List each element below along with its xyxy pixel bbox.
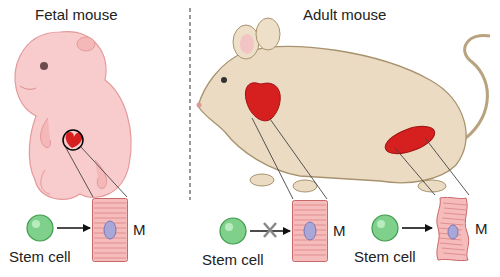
cross-mark (264, 223, 276, 237)
cell-label: Stem cell (9, 248, 71, 266)
cell-shape (434, 196, 470, 262)
stem-cell: Stem cell (219, 217, 247, 245)
cell-shape (26, 214, 54, 242)
cell-shape (371, 214, 399, 242)
cell-shape (92, 198, 128, 262)
cell-letter: M (133, 221, 146, 239)
muscle-cell: M (92, 198, 128, 262)
panel-title: Fetal mouse (35, 6, 118, 24)
divider-line (189, 8, 190, 200)
stem-cell: Stem cell (371, 214, 399, 242)
panel-title: Adult mouse (303, 6, 386, 24)
cell-letter: M (333, 222, 346, 240)
cell-letter: M (475, 220, 488, 238)
arrow-connector (402, 227, 432, 229)
cell-shape (292, 200, 328, 262)
cell-label: Stem cell (354, 248, 416, 266)
stem-cell: Stem cell (26, 214, 54, 242)
fetal-mouse (15, 32, 131, 200)
arrow-connector (57, 227, 90, 229)
cell-label: Stem cell (202, 251, 264, 269)
cell-shape (219, 217, 247, 245)
muscle-cell: M (434, 196, 470, 262)
muscle-cell: M (292, 200, 328, 262)
cross-mark (264, 223, 276, 237)
adult-mouse (197, 18, 491, 199)
